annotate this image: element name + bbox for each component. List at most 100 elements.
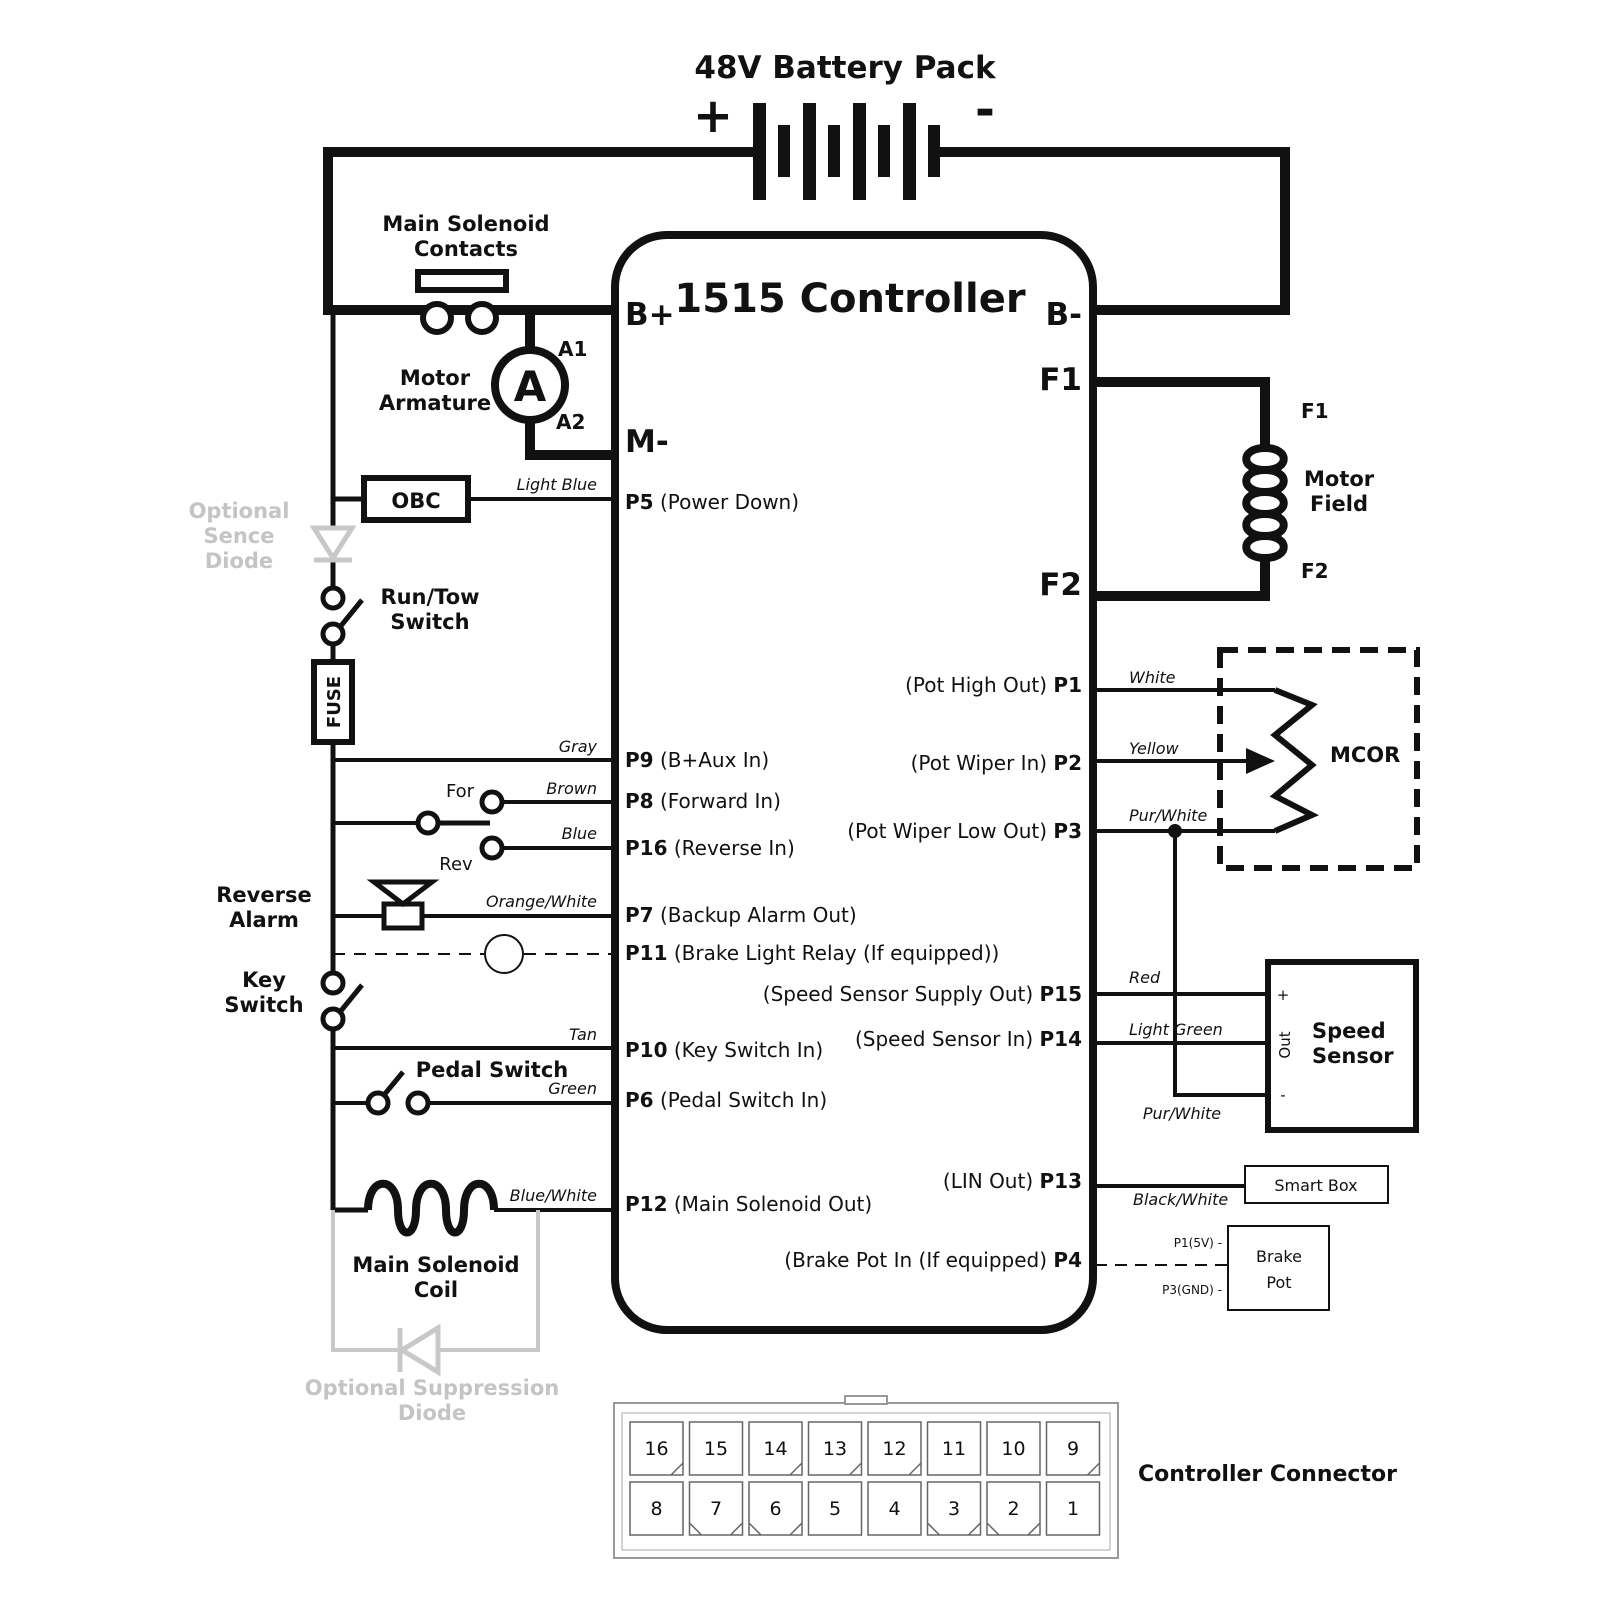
motor-armature-label-1: Motor — [400, 366, 471, 390]
battery-cells — [753, 103, 940, 200]
right-wire-labels: White Yellow Pur/White Red Light Green B… — [1129, 668, 1228, 1209]
connector-pin-9: 9 — [1045, 1421, 1101, 1476]
armature-a2: A2 — [556, 410, 585, 434]
sense-diode-label-2: Sence — [203, 524, 274, 548]
pin-p2: (Pot Wiper In) P2 — [911, 751, 1082, 775]
field-f1: F1 — [1301, 399, 1329, 423]
battery-plus: + — [693, 88, 733, 144]
terminal-mminus: M- — [625, 424, 669, 460]
terminal-f2: F2 — [1039, 567, 1082, 603]
connector-pin-label: 16 — [644, 1438, 668, 1460]
sense-diode-label-3: Diode — [205, 549, 273, 573]
speed-sensor: + Out - Speed Sensor Pur/White — [1095, 824, 1419, 1133]
wire-label-p2: Yellow — [1129, 739, 1180, 758]
connector-pin-label: 9 — [1067, 1438, 1079, 1460]
controller-box — [611, 231, 1097, 1334]
ss-minus: - — [1280, 1086, 1285, 1104]
motor-field-label-1: Motor — [1304, 467, 1375, 491]
pin-p13: (LIN Out) P13 — [943, 1169, 1082, 1193]
connector-pin-label: 10 — [1001, 1438, 1025, 1460]
suppression-diode-label-2: Diode — [398, 1401, 466, 1425]
connector-pin-12: 12 — [867, 1421, 922, 1476]
left-wire-labels: Light Blue Gray Brown Blue Orange/White … — [486, 475, 598, 1205]
terminal-bminus: B- — [1046, 297, 1083, 333]
connector-pin-14: 14 — [748, 1421, 803, 1476]
reverse-alarm-label-1: Reverse — [216, 883, 311, 907]
connector-pin-label: 5 — [829, 1498, 841, 1520]
wire-label-p5: Light Blue — [517, 475, 598, 494]
connector-pin-3: 3 — [926, 1481, 982, 1536]
brake-pot-label-1: Brake — [1256, 1247, 1302, 1266]
wire-label-p12: Blue/White — [510, 1186, 597, 1205]
wire-label-p1: White — [1129, 668, 1176, 687]
brake-pot-label-2: Pot — [1266, 1273, 1291, 1292]
right-pin-labels: (Pot High Out) P1 (Pot Wiper In) P2 (Pot… — [763, 673, 1082, 1272]
smart-box: Smart Box — [1095, 1165, 1389, 1204]
motor-field: F1 F2 Motor Field — [1090, 377, 1375, 601]
connector-label: Controller Connector — [1138, 1462, 1397, 1487]
field-f2: F2 — [1301, 559, 1329, 583]
run-tow-label-1: Run/Tow — [380, 585, 479, 609]
speed-sensor-label-2: Sensor — [1312, 1044, 1394, 1068]
battery-minus-wire — [940, 147, 1290, 315]
run-tow-switch: Run/Tow Switch — [320, 585, 480, 647]
solenoid-contacts-label-1: Main Solenoid — [382, 212, 549, 236]
connector-pin-label: 12 — [882, 1438, 906, 1460]
key-switch: Key Switch — [224, 968, 364, 1032]
connector-pin-16: 16 — [629, 1421, 684, 1476]
battery-title: 48V Battery Pack — [694, 50, 997, 86]
wire-label-p16: Blue — [562, 824, 598, 843]
connector-pin-label: 11 — [942, 1438, 966, 1460]
armature-a1: A1 — [558, 337, 587, 361]
ss-pur-white-label: Pur/White — [1143, 1104, 1221, 1123]
pin-p10: P10 (Key Switch In) — [625, 1038, 823, 1062]
wire-label-p15: Red — [1129, 968, 1161, 987]
connector-pin-1: 1 — [1045, 1481, 1101, 1536]
connector-pin-label: 3 — [948, 1498, 960, 1520]
fuse-label: FUSE — [324, 676, 345, 728]
for-label: For — [446, 781, 475, 802]
solenoid-coil-label-1: Main Solenoid — [352, 1253, 519, 1277]
terminal-f1: F1 — [1039, 362, 1082, 398]
left-pin-labels: P5 (Power Down) P9 (B+Aux In) P8 (Forwar… — [625, 490, 999, 1216]
brake-pot: Brake Pot P1(5V) - P3(GND) - — [1095, 1225, 1330, 1311]
battery-minus: - — [975, 82, 995, 138]
motor-field-label-2: Field — [1310, 492, 1368, 516]
pedal-switch-label: Pedal Switch — [416, 1058, 569, 1082]
connector-pin-10: 10 — [986, 1421, 1041, 1476]
solenoid-coil-label-2: Coil — [414, 1278, 458, 1302]
terminal-bplus: B+ — [625, 297, 675, 333]
pin-p8: P8 (Forward In) — [625, 789, 781, 813]
wire-label-p3: Pur/White — [1129, 806, 1207, 825]
battery-pack: 48V Battery Pack + - — [693, 50, 997, 200]
pin-p1: (Pot High Out) P1 — [905, 673, 1082, 697]
pin-p6: P6 (Pedal Switch In) — [625, 1088, 827, 1112]
rev-label: Rev — [439, 854, 473, 875]
connector-pin-6: 6 — [748, 1481, 803, 1536]
pedal-switch: Pedal Switch — [333, 1058, 615, 1116]
main-solenoid-coil: Main Solenoid Coil — [333, 1179, 615, 1302]
connector-pin-2: 2 — [986, 1481, 1041, 1536]
fuse: FUSE — [311, 659, 355, 745]
optional-suppression-diode: Optional Suppression Diode — [305, 1210, 559, 1425]
connector-pin-label: 4 — [888, 1498, 900, 1520]
speed-sensor-label-1: Speed — [1312, 1019, 1386, 1043]
connector-pin-15: 15 — [688, 1421, 744, 1476]
connector-pin-label: 1 — [1067, 1498, 1079, 1520]
pin-p15: (Speed Sensor Supply Out) P15 — [763, 982, 1082, 1006]
wire-label-p9: Gray — [559, 737, 598, 756]
brake-pot-p1: P1(5V) - — [1174, 1236, 1222, 1250]
wire-label-p7: Orange/White — [486, 892, 597, 911]
pin-p16: P16 (Reverse In) — [625, 836, 795, 860]
wire-label-p13: Black/White — [1133, 1190, 1228, 1209]
connector-pin-label: 2 — [1007, 1498, 1019, 1520]
pin-p3: (Pot Wiper Low Out) P3 — [847, 819, 1082, 843]
solenoid-contacts-label-2: Contacts — [414, 237, 518, 261]
mcor-label: MCOR — [1330, 743, 1400, 767]
connector-pin-8: 8 — [629, 1481, 684, 1536]
sense-diode-label-1: Optional — [189, 499, 290, 523]
pin-p4: (Brake Pot In (If equipped) P4 — [784, 1248, 1082, 1272]
wire-label-p8: Brown — [546, 779, 597, 798]
